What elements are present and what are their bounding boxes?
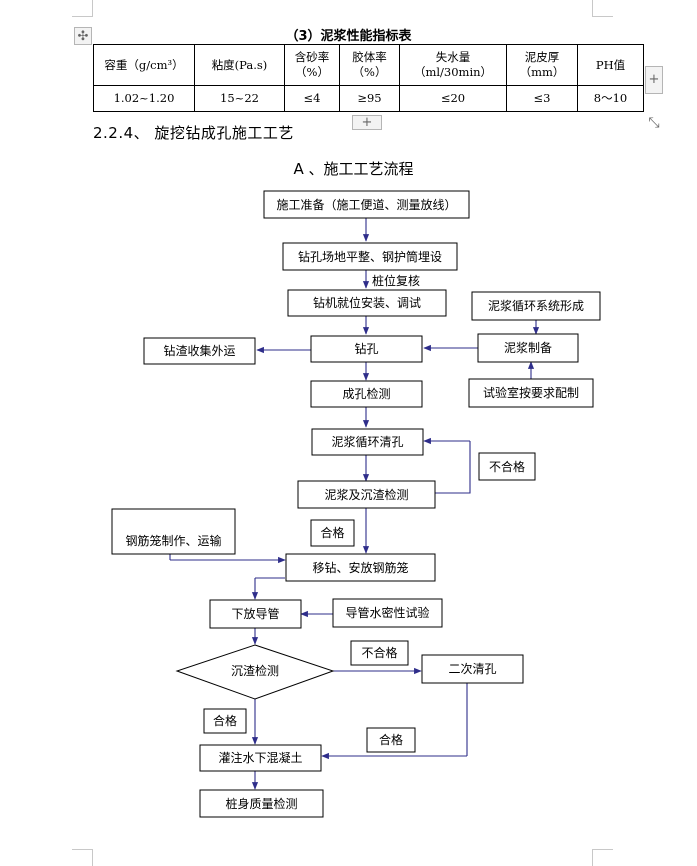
pass-label-1: 合格 xyxy=(310,519,355,547)
step-residue-out-label: 钻渣收集外运 xyxy=(163,343,235,358)
step-clean: 泥浆循环清孔 xyxy=(311,428,424,456)
step-clean-label: 泥浆循环清孔 xyxy=(331,434,403,449)
step-lab-mix: 试验室按要求配制 xyxy=(468,378,594,408)
step-drill-label: 钻孔 xyxy=(354,341,378,356)
step-second-clean: 二次清孔 xyxy=(421,654,524,684)
table-header-row: 容重（g/cm³） 粘度(Pa.s) 含砂率（%） 胶体率（%） 失水量（ml/… xyxy=(93,44,644,86)
page-corner-mark xyxy=(592,849,613,866)
table-cell: ≤3 xyxy=(506,85,578,112)
step-tube-down-label: 下放导管 xyxy=(231,606,279,621)
table-cell: 1.02~1.20 xyxy=(93,85,195,112)
flowchart-title: A 、施工工艺流程 xyxy=(293,160,414,178)
fail-label-2-text: 不合格 xyxy=(361,645,397,660)
step-tube-test: 导管水密性试验 xyxy=(332,598,443,628)
step-hole-check-label: 成孔检测 xyxy=(342,386,390,401)
table-move-handle-icon[interactable]: ✣ xyxy=(74,27,92,45)
add-column-button[interactable]: + xyxy=(645,66,663,94)
fail-label-1-text: 不合格 xyxy=(489,459,525,474)
step-site: 钻孔场地平整、钢护筒埋设 xyxy=(282,242,458,271)
page-corner-mark xyxy=(72,849,93,866)
step-site-label: 钻孔场地平整、钢护筒埋设 xyxy=(298,249,442,264)
step-pile-quality: 桩身质量检测 xyxy=(199,789,324,818)
table-header-cell: 粘度(Pa.s) xyxy=(194,44,285,86)
table-cell: ≤4 xyxy=(284,85,340,112)
table-resize-icon[interactable]: ⤡ xyxy=(648,115,660,131)
page-corner-mark xyxy=(592,0,613,17)
table-cell: ≤20 xyxy=(399,85,507,112)
step-residue-out: 钻渣收集外运 xyxy=(143,337,256,365)
pass-label-2-text: 合格 xyxy=(213,713,237,728)
step-rig: 钻机就位安装、调试 xyxy=(287,289,447,317)
table-header-cell: 胶体率（%） xyxy=(339,44,400,86)
step-slurry-system: 泥浆循环系统形成 xyxy=(471,291,601,321)
step-slurry-make: 泥浆制备 xyxy=(477,333,579,363)
step-slurry-system-label: 泥浆循环系统形成 xyxy=(488,298,584,313)
table-header-cell: 失水量（ml/30min） xyxy=(399,44,507,86)
step-hole-check: 成孔检测 xyxy=(310,380,423,408)
flow-connectors xyxy=(169,218,540,790)
step-tube-test-label: 导管水密性试验 xyxy=(345,605,429,620)
pass-label-2: 合格 xyxy=(203,708,247,734)
step-sediment-check: 沉渣检测 xyxy=(175,644,335,700)
step-pour: 灌注水下混凝土 xyxy=(199,744,322,772)
step-prep: 施工准备（施工便道、测量放线） xyxy=(263,190,470,219)
step-drill: 钻孔 xyxy=(310,335,423,363)
add-row-button[interactable]: + xyxy=(352,115,382,130)
step-move-cage-label: 移钻、安放钢筋笼 xyxy=(312,560,408,575)
table-header-cell: 容重（g/cm³） xyxy=(93,44,195,86)
step-second-clean-label: 二次清孔 xyxy=(448,662,496,676)
step-pile-quality-label: 桩身质量检测 xyxy=(225,796,297,811)
table-row: 1.02~1.20 15~22 ≤4 ≥95 ≤20 ≤3 8～10 xyxy=(93,85,644,112)
page-corner-mark xyxy=(72,0,93,17)
fail-label-2: 不合格 xyxy=(350,640,409,666)
table-title: （3）泥浆性能指标表 xyxy=(285,29,412,44)
table-header-cell: 含砂率（%） xyxy=(284,44,340,86)
step-slurry-make-label: 泥浆制备 xyxy=(504,340,552,355)
step-sediment-check-label: 沉渣检测 xyxy=(231,663,279,678)
pile-recheck-label: 桩位复核 xyxy=(372,273,420,288)
pass-label-3: 合格 xyxy=(366,727,416,753)
step-cage-make: 钢筋笼制作、运输 xyxy=(111,508,236,555)
step-slurry-check: 泥浆及沉渣检测 xyxy=(297,480,436,509)
slurry-properties-table: 容重（g/cm³） 粘度(Pa.s) 含砂率（%） 胶体率（%） 失水量（ml/… xyxy=(93,44,644,112)
step-pour-label: 灌注水下混凝土 xyxy=(218,750,302,765)
pass-label-1-text: 合格 xyxy=(320,525,344,540)
table-header-cell: PH值 xyxy=(577,44,644,86)
step-prep-label: 施工准备（施工便道、测量放线） xyxy=(276,197,456,212)
table-cell: ≥95 xyxy=(339,85,400,112)
table-cell: 15~22 xyxy=(194,85,285,112)
step-tube-down: 下放导管 xyxy=(209,599,302,629)
step-rig-label: 钻机就位安装、调试 xyxy=(313,295,421,310)
step-slurry-check-label: 泥浆及沉渣检测 xyxy=(324,487,408,502)
section-heading: 2.2.4、 旋挖钻成孔施工工艺 xyxy=(93,124,294,142)
step-cage-make-label: 钢筋笼制作、运输 xyxy=(125,533,221,548)
step-move-cage: 移钻、安放钢筋笼 xyxy=(285,553,436,582)
table-cell: 8～10 xyxy=(577,85,644,112)
fail-label-1: 不合格 xyxy=(478,452,536,481)
step-lab-mix-label: 试验室按要求配制 xyxy=(483,385,579,400)
pass-label-3-text: 合格 xyxy=(379,732,403,747)
